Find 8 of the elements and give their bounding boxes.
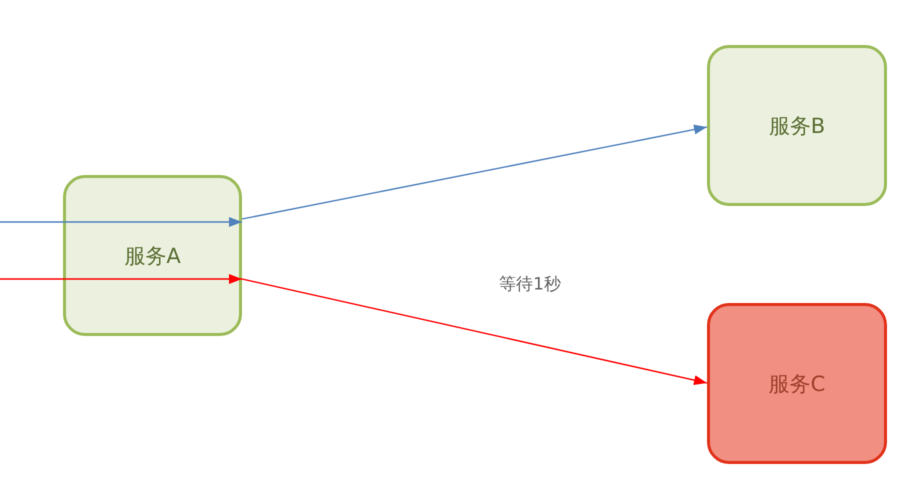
service-box: 服务A — [63, 175, 242, 336]
arrow — [0, 217, 242, 227]
arrow — [242, 278, 708, 386]
service-box: 服务C — [707, 303, 887, 464]
arrow — [242, 124, 708, 220]
note-text: 等待1秒 — [499, 274, 561, 296]
service-box: 服务B — [707, 45, 887, 206]
arrow — [0, 274, 242, 284]
